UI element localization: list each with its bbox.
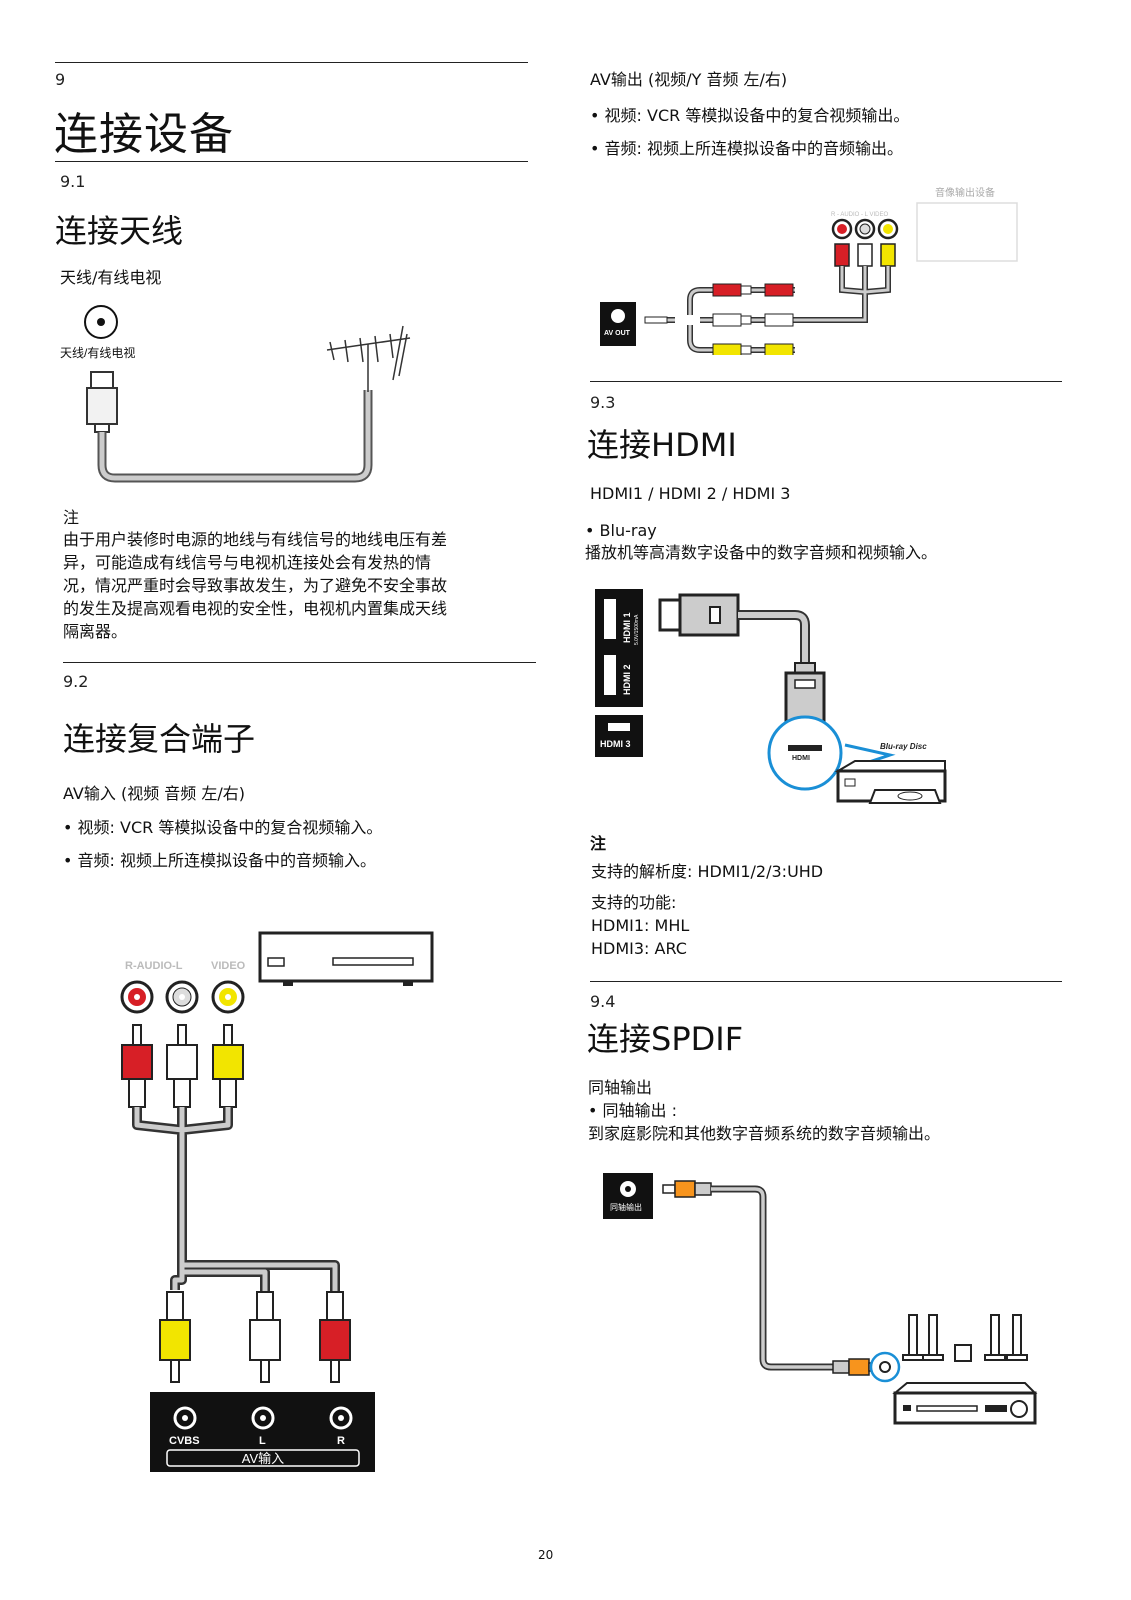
av-output-bullet-video: • 视频: VCR 等模拟设备中的复合视频输出。 [590,106,910,125]
out-plugs-left-icon [712,283,794,355]
av-output-device-label: 音像输出设备 [935,186,995,199]
spdif-diagram: 同轴输出 [603,1173,1038,1425]
section-9-4-number: 9.4 [590,992,616,1011]
chapter-title: 连接设备 [54,109,234,160]
section-9-1-note-text: 由于用户装修时电源的地线与有线信号的地线电压有差 异，可能造成有线信号与电视机连… [63,530,448,641]
av-output-heading: AV输出 (视频/Y 音频 左/右) [590,70,788,89]
hdmi-ports-panel [595,589,643,707]
av-output-diagram: 音像输出设备 R - AUDIO - L VIDEO AV OUT [600,186,1018,355]
out-jack-yellow-icon [877,218,899,240]
panel-label-cvbs: CVBS [169,1435,200,1447]
home-theater-receiver-icon [892,1382,1038,1425]
hdmi-function-1: HDMI1: MHL [591,916,690,935]
panel-jack-l-icon [251,1406,275,1430]
rca-plug-white-top-icon [166,1024,198,1108]
av-output-jack-label: R - AUDIO - L VIDEO [831,212,888,218]
panel-jack-r-icon [329,1406,353,1430]
av-input-panel [150,1392,375,1472]
hdmi-port-2-label: HDMI 2 [622,664,632,695]
antenna-diagram: 天线/有线电视 [60,305,411,483]
out-jack-red-icon [831,218,853,240]
section-9-1-title: 连接天线 [55,212,184,250]
section-9-4-title: 连接SPDIF [587,1020,744,1058]
dvd-player-icon [258,931,434,986]
hdmi-bullet: • Blu-ray [585,521,657,540]
hdmi-note-title: 注 [590,834,607,853]
rca-jack-red-icon [120,980,154,1014]
av-output-bullet-audio: • 音频: 视频上所连模拟设备中的音频输出。 [590,139,904,158]
section-9-2-number: 9.2 [63,672,89,691]
home-theater-speakers-icon [902,1314,1028,1362]
section-9-3-rule [590,381,1062,382]
section-9-1-subtitle: 天线/有线电视 [60,268,162,287]
chapter-bottom-rule [55,161,528,162]
spdif-bullet: • 同轴输出 : [588,1101,678,1120]
rca-plug-yellow-bottom-icon [159,1291,191,1383]
hdmi-port-1-sub: 5.0V/1500mA [634,614,640,645]
panel-label-r: R [337,1435,345,1447]
av-input-bullet-audio: • 音频: 视频上所连模拟设备中的音频输入。 [63,851,377,870]
rca-plug-red-top-icon [121,1024,153,1108]
coaxial-out-port-label: 同轴输出 [610,1202,642,1212]
label-r-audio-l: R-AUDIO-L [125,960,183,972]
section-9-3-title: 连接HDMI [587,426,737,464]
panel-label-l: L [259,1435,266,1447]
spdif-subtitle: 同轴输出 [588,1078,653,1097]
av-out-port [600,302,636,346]
section-9-1-note-title: 注 [63,508,80,527]
av-out-port-label: AV OUT [604,330,631,337]
antenna-port-icon [84,305,118,339]
section-9-2-title: 连接复合端子 [63,720,256,758]
rca-plug-yellow-top-icon [212,1024,244,1108]
av-output-device [916,202,1018,262]
page-number: 20 [538,1548,554,1562]
rca-plug-white-bottom-icon [249,1291,281,1383]
hdmi-connector-label: HDMI [792,755,810,762]
chapter-number: 9 [55,70,66,89]
panel-jack-cvbs-icon [173,1406,197,1430]
out-jack-white-icon [854,218,876,240]
hdmi-desc: 播放机等高清数字设备中的数字音频和视频输入。 [585,543,938,562]
section-9-2-rule [63,662,536,663]
rca-jack-white-icon [165,980,199,1014]
label-video: VIDEO [211,960,246,972]
hdmi-port-3-panel [595,715,643,757]
bluray-logo: Blu-ray Disc [880,742,927,751]
rca-plug-red-bottom-icon [319,1291,351,1383]
antenna-port-label: 天线/有线电视 [60,345,135,360]
hdmi-port-1-label: HDMI 1 [622,612,632,643]
hdmi-ports-line: HDMI1 / HDMI 2 / HDMI 3 [590,484,791,503]
av-input-bullet-video: • 视频: VCR 等模拟设备中的复合视频输入。 [63,818,383,837]
hdmi-diagram: HDMI 1 5.0V/1500mA HDMI 2 HDMI 3 HDMI Bl… [595,589,947,804]
hdmi-function-2: HDMI3: ARC [591,939,687,958]
hdmi-functions-title: 支持的功能: [591,893,677,912]
panel-title: AV输入 [242,1451,284,1466]
section-9-4-rule [590,981,1062,982]
rca-jack-yellow-icon [211,980,245,1014]
hdmi-resolution: 支持的解析度: HDMI1/2/3:UHD [591,862,824,881]
section-9-3-number: 9.3 [590,393,616,412]
bluray-player-icon [834,760,947,804]
antenna-icon [326,325,411,392]
spdif-desc: 到家庭影院和其他数字音频系统的数字音频输出。 [588,1124,941,1143]
hdmi-port-3-label: HDMI 3 [600,739,631,749]
chapter-top-rule [55,62,528,63]
section-9-1-number: 9.1 [60,172,86,191]
av-input-heading: AV输入 (视频 音频 左/右) [63,784,246,803]
av-input-diagram: R-AUDIO-L VIDEO CVBS L R AV输入 [120,931,434,1472]
